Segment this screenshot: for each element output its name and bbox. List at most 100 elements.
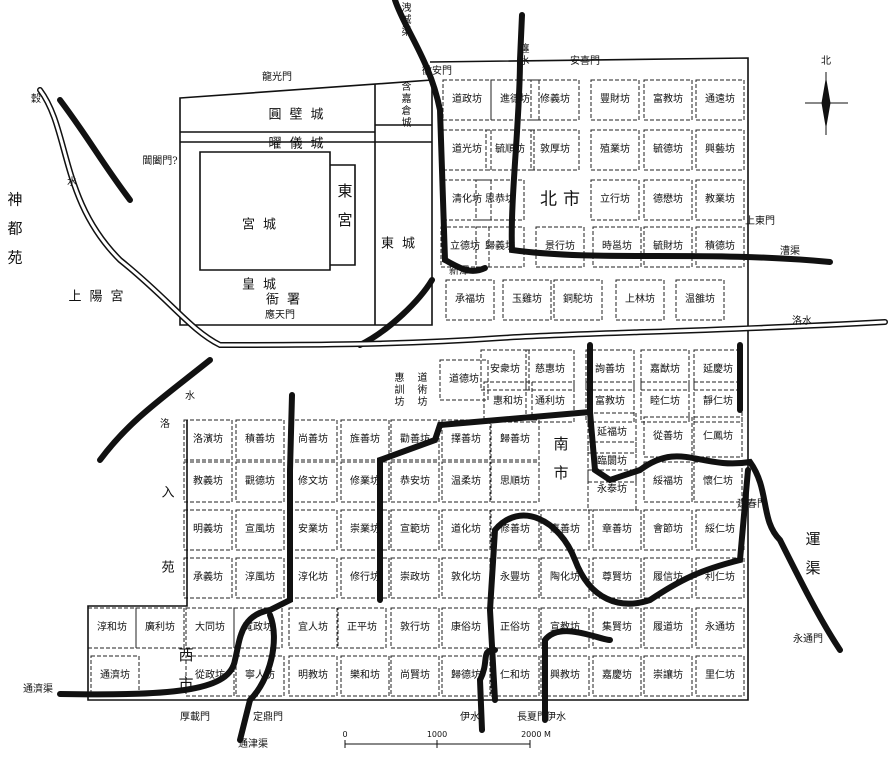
ward-label: 道德坊: [449, 374, 479, 385]
ward-label: 教義坊: [193, 476, 223, 487]
ward-boundary: [643, 129, 693, 171]
markets-south-label: 南市: [551, 436, 570, 494]
ward-label: 道化坊: [451, 524, 481, 535]
city-walls: [87, 57, 749, 701]
ward-label: 仁鳳坊: [703, 431, 733, 442]
gates-houzai-label: 厚載門: [180, 712, 210, 723]
gates-jianchun-label: 建春門: [737, 499, 767, 510]
ward-boundary: [540, 557, 590, 599]
ward-label: 通遠坊: [705, 94, 735, 105]
ward-label: 進德坊: [500, 94, 530, 105]
ward-boundary: [490, 461, 540, 503]
ward-boundary: [233, 607, 283, 649]
ward-boundary: [235, 557, 285, 599]
gates-longguang-label: 龍光門: [262, 72, 292, 83]
ward-label: 歸德坊: [451, 670, 481, 681]
ward-label: 康俗坊: [451, 622, 481, 633]
ward-label: 延慶坊: [703, 364, 733, 375]
ward-label: 睦仁坊: [650, 396, 680, 407]
ward-label: 思順坊: [500, 476, 530, 487]
ward-label: 承義坊: [193, 572, 223, 583]
ward-label: 勸善坊: [400, 434, 430, 445]
water-chan-label: 瀍水: [517, 43, 528, 67]
ward-label: 懷仁坊: [703, 476, 733, 487]
ward-boundary: [390, 461, 440, 503]
palace-donggong-label: 東宮: [335, 183, 354, 241]
ward-boundary: [592, 226, 642, 268]
ward-boundary: [695, 79, 745, 121]
ward-label: 集賢坊: [602, 622, 632, 633]
ward-boundary: [235, 461, 285, 503]
ward-boundary: [643, 509, 693, 551]
ward-label: 靜仁坊: [703, 396, 733, 407]
ward-label: 嘉猷坊: [650, 364, 680, 375]
palace-yaoyi-label: 曜儀城: [268, 136, 332, 152]
ward-label: 淳風坊: [245, 572, 275, 583]
ward-boundary: [553, 279, 603, 321]
ward-boundary: [540, 509, 590, 551]
ward-boundary: [441, 509, 491, 551]
water-caoqu-label: 漕渠: [780, 246, 800, 257]
ward-label: 殖業坊: [600, 144, 630, 155]
water-luoshui-label: 洛水: [792, 316, 812, 327]
ward-label: 温雒坊: [685, 294, 715, 305]
ward-label: 敦化坊: [451, 572, 481, 583]
ward-label: 章善坊: [602, 524, 632, 535]
water-luo1-label: 水: [185, 391, 195, 402]
water-xintan-label: 新潭: [449, 266, 469, 277]
ward-boundary: [390, 509, 440, 551]
ward-boundary: [540, 655, 590, 697]
ward-label: 會節坊: [653, 524, 683, 535]
ward-label: 崇政坊: [400, 572, 430, 583]
ward-label: 大同坊: [195, 622, 225, 633]
scale-s0-label: 0: [342, 730, 348, 739]
ward-boundary: [525, 349, 575, 391]
ward-label: 歸善坊: [500, 434, 530, 445]
ward-label: 清化坊: [452, 194, 482, 205]
ward-boundary: [390, 655, 440, 697]
ward-label: 宣範坊: [400, 524, 430, 535]
ward-label: 安衆坊: [490, 364, 520, 375]
ward-label: 履道坊: [653, 622, 683, 633]
ward-boundary: [590, 129, 640, 171]
ward-label: 立行坊: [600, 194, 630, 205]
markets-west-label: 西市: [176, 647, 195, 705]
ward-label: 尊賢坊: [602, 572, 632, 583]
ward-boundary: [475, 179, 525, 221]
water-yi2-label: 伊水: [546, 712, 566, 723]
gates-yingtian-label: 應天門: [265, 310, 295, 321]
areas-shangyang-label: 上陽宮: [68, 289, 132, 305]
ward-boundary: [235, 509, 285, 551]
ward-boundary: [643, 226, 693, 268]
compass-rose: [805, 72, 848, 135]
water-gu-label: 穀: [31, 94, 41, 105]
ward-label: 通利坊: [535, 396, 565, 407]
ward-label: 正俗坊: [500, 622, 530, 633]
ward-label: 上林坊: [625, 294, 655, 305]
ward-boundary: [540, 607, 590, 649]
ward-label: 履信坊: [653, 572, 683, 583]
ward-label: 道術坊: [415, 372, 426, 408]
scale-s2-label: 2000 M: [521, 730, 551, 739]
ward-label: 立德坊: [450, 241, 480, 252]
ward-label: 道光坊: [452, 144, 482, 155]
ward-label: 積善坊: [245, 434, 275, 445]
gates-huian-label: 徽安門: [422, 66, 452, 77]
ward-boundary: [183, 419, 233, 461]
scale-bar: [344, 740, 531, 748]
ward-label: 安業坊: [298, 524, 328, 535]
ward-boundary: [288, 655, 338, 697]
ward-boundary: [185, 655, 235, 697]
ward-boundary: [441, 461, 491, 503]
ward-label: 慈惠坊: [535, 364, 565, 375]
areas-shendu-label: 神都苑: [5, 191, 24, 279]
ward-boundary: [535, 226, 585, 268]
ward-boundary: [340, 557, 390, 599]
ward-label: 敦厚坊: [540, 144, 570, 155]
ward-boundary: [643, 461, 693, 503]
ward-label: 仁和坊: [500, 670, 530, 681]
ward-boundary: [640, 349, 690, 391]
ward-label: 惠和坊: [493, 396, 523, 407]
ward-label: 銅駝坊: [563, 294, 593, 305]
